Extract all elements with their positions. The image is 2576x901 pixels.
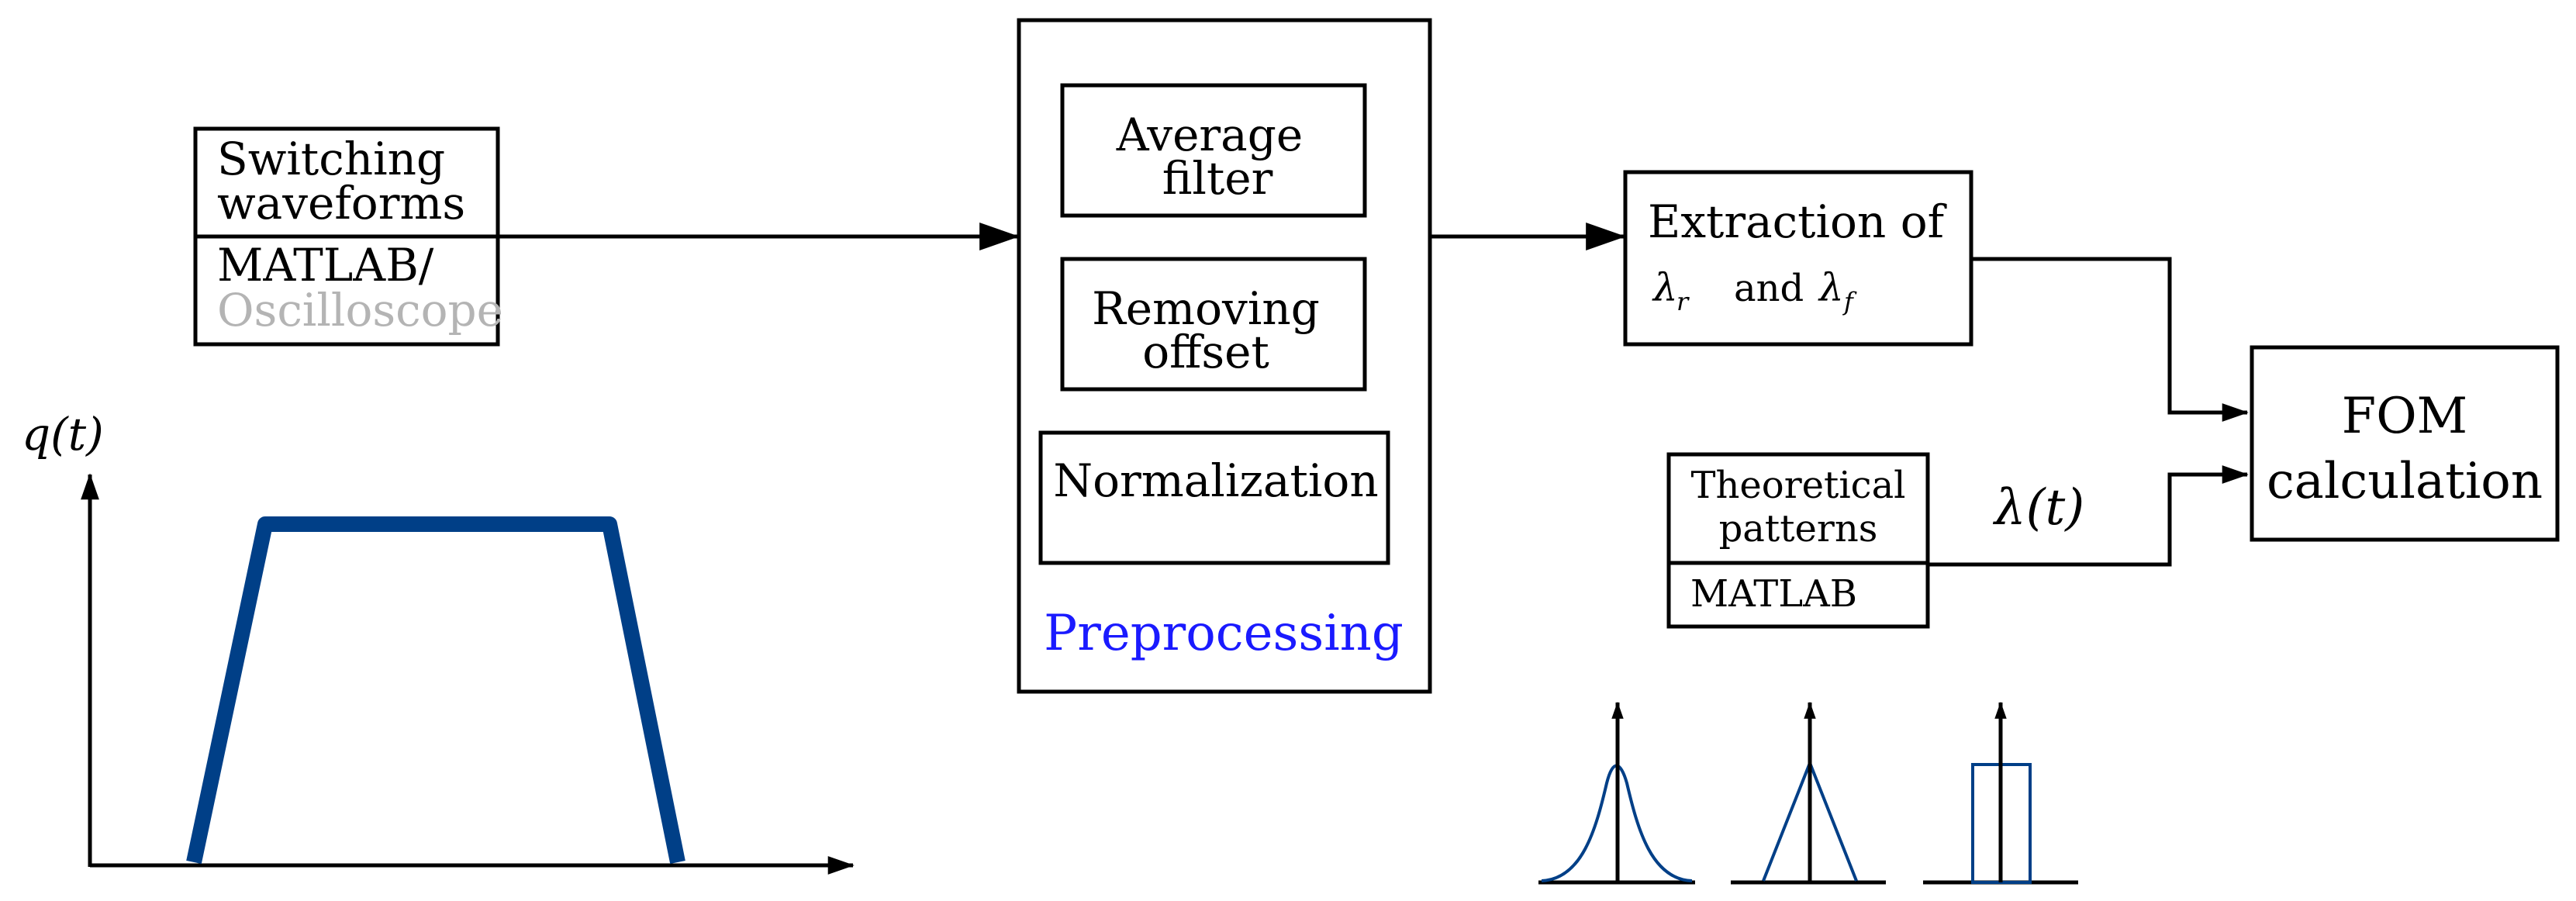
preprocessing-block: Average filter Removing offset Normaliza… — [1017, 18, 1432, 694]
patterns-label: patterns — [1719, 507, 1878, 551]
arrow-theoretical-to-fom — [1928, 465, 2249, 567]
matlab-slash-label: MATLAB/ — [217, 239, 434, 292]
theoretical-label: Theoretical — [1690, 464, 1905, 507]
gaussian-pattern-icon — [1538, 701, 1695, 885]
arrow-extraction-to-fom — [1971, 257, 2249, 422]
removing-label: Removing — [1092, 282, 1320, 335]
fom-label: FOM — [2342, 388, 2467, 445]
calculation-label: calculation — [2267, 453, 2543, 510]
average-filter-box — [1060, 83, 1367, 218]
waveforms-label: waveforms — [217, 177, 465, 230]
normalization-box — [1038, 430, 1390, 565]
fom-calculation-box: FOM calculation — [2250, 345, 2560, 542]
average-label: Average — [1116, 109, 1303, 161]
removing-offset-box — [1060, 257, 1367, 392]
normalization-label: Normalization — [1053, 454, 1378, 507]
lambda-f-symbol: λ — [1818, 265, 1844, 310]
preprocessing-label: Preprocessing — [1044, 605, 1404, 662]
triangular-pattern-icon — [1731, 701, 1886, 885]
lambda-t-label: λ(t) — [1992, 479, 2084, 537]
rectangular-pattern-icon — [1923, 701, 2078, 885]
offset-label: offset — [1142, 326, 1269, 378]
matlab-label: MATLAB — [1690, 572, 1857, 616]
lambda-r-subscript: r — [1676, 287, 1690, 316]
switching-waveforms-box: Switching waveforms MATLAB/ Oscilloscope — [193, 126, 503, 347]
switching-label: Switching — [217, 133, 445, 185]
qt-plot: q(t) — [22, 408, 855, 875]
trapezoid-waveform — [186, 516, 685, 865]
extraction-label: Extraction of — [1648, 195, 1947, 248]
y-axis-label: q(t) — [22, 408, 104, 461]
filter-label: filter — [1162, 152, 1273, 205]
and-label: and — [1734, 267, 1804, 310]
lambda-r-symbol: λ — [1652, 265, 1678, 310]
theoretical-patterns-box: Theoretical patterns MATLAB — [1666, 452, 1930, 629]
extraction-box: Extraction of λ r and λ f — [1623, 170, 1973, 347]
oscilloscope-label: Oscilloscope — [217, 284, 503, 337]
